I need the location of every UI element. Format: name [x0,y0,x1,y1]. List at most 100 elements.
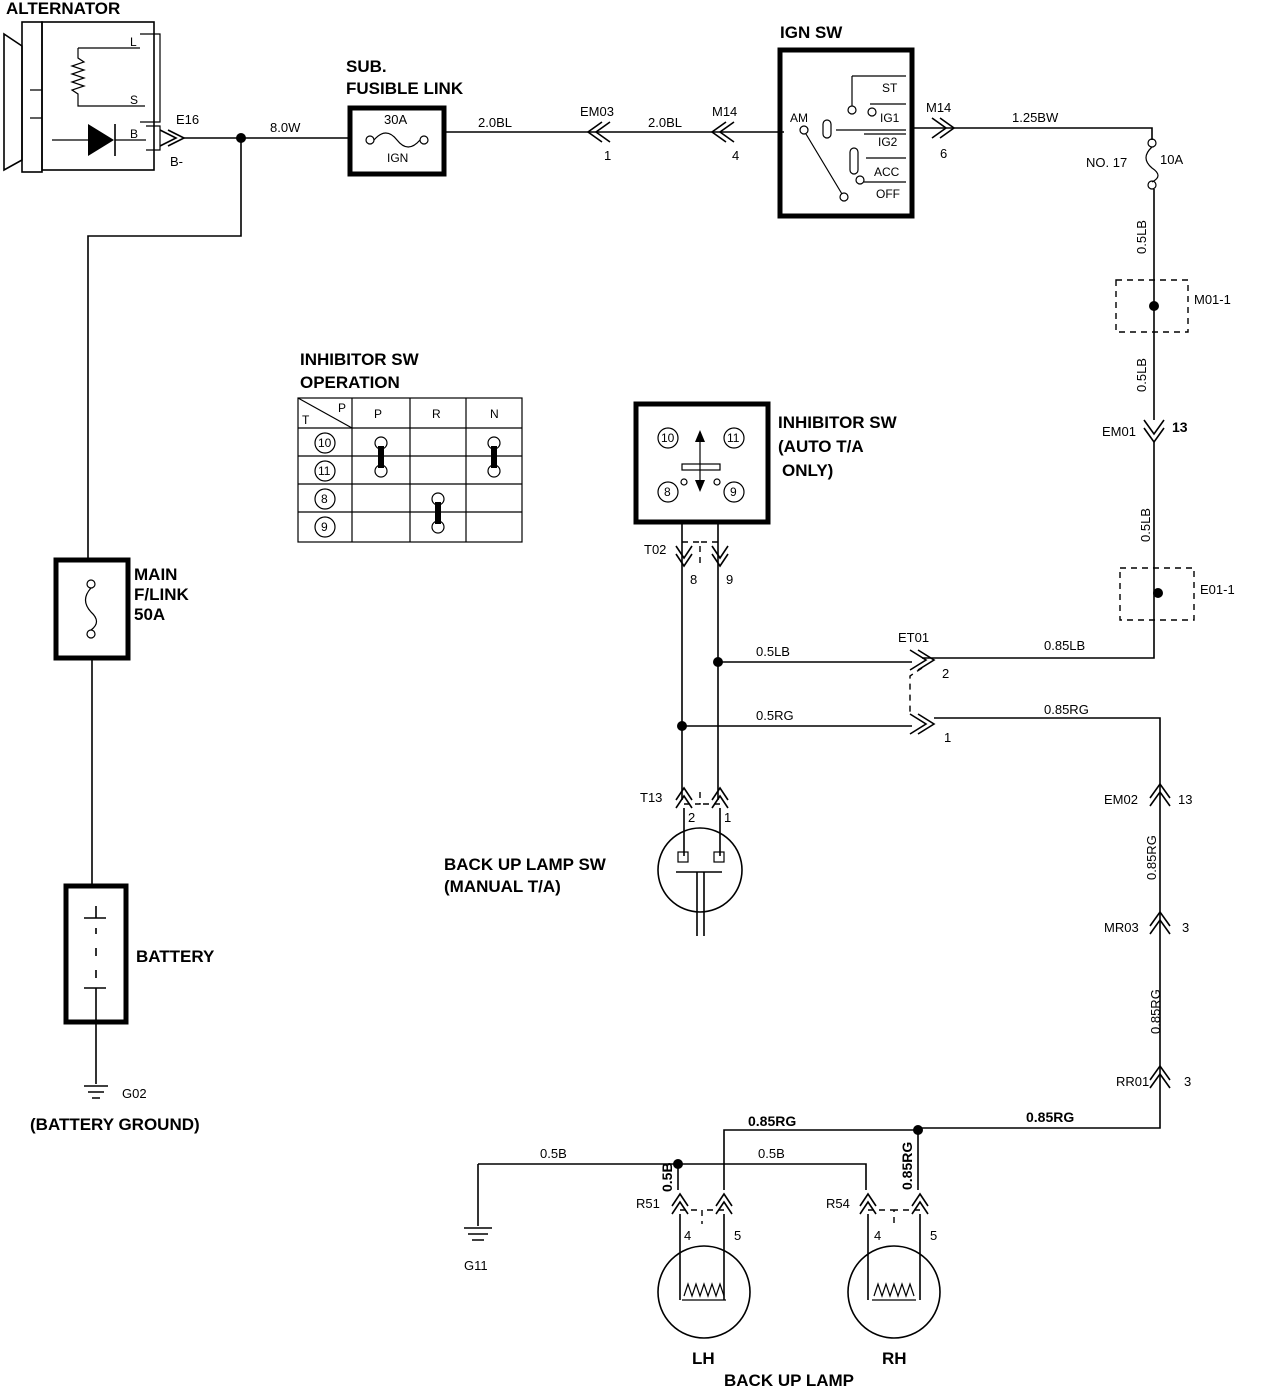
wire-label-8-0w: 8.0W [270,120,301,135]
connector-rr01: RR01 [1116,1074,1149,1089]
inhibitor-sw-title-2: (AUTO T/A [778,437,864,456]
connector-r54: R54 [826,1196,850,1211]
connector-em02-pin: 13 [1178,792,1192,807]
connector-r54-pin-5: 5 [930,1228,937,1243]
table-row-9: 9 [321,520,328,534]
ign-sw-ig2: IG2 [878,135,898,149]
connector-mr03-pin: 3 [1182,920,1189,935]
main-f-link-title-1: MAIN [134,565,177,584]
connector-em01: EM01 [1102,424,1136,439]
connector-em02: EM02 [1104,792,1138,807]
connector-et01-pin-1: 1 [944,730,951,745]
connector-r51-pin-5: 5 [734,1228,741,1243]
wire-label-0-5rg: 0.5RG [756,708,794,723]
table-corner-p: P [338,401,346,415]
backup-lamp-lh-label: LH [692,1349,715,1368]
table-col-n: N [490,407,499,421]
ign-sw-st: ST [882,81,898,95]
alternator-pin-s: S [130,93,138,107]
wire-label-0-85rg-2: 0.85RG [1144,835,1159,880]
connector-t13-pin-1: 1 [724,810,731,825]
table-col-r: R [432,407,441,421]
wire-label-0-5lb-3: 0.5LB [1138,508,1153,542]
wire-label-0-85rg-3: 0.85RG [1148,989,1163,1034]
connector-e16: E16 [176,112,199,127]
table-corner-t: T [302,413,310,427]
alternator-pin-l: L [130,35,137,49]
sub-fusible-link-rating: 30A [384,112,407,127]
inhibitor-sw-pin-11: 11 [727,431,740,445]
connector-t13: T13 [640,790,662,805]
battery-ground-text: (BATTERY GROUND) [30,1115,200,1134]
alternator-b-minus: B- [170,154,183,169]
connector-m14-a: M14 [712,104,737,119]
connector-rr01-pin: 3 [1184,1074,1191,1089]
battery-ground-label: G02 [122,1086,147,1101]
backup-lamp-sw-title-2: (MANUAL T/A) [444,877,561,896]
ign-sw-ig1: IG1 [880,111,900,125]
lamp-ground-symbol [464,1227,492,1241]
inhibitor-table-title-2: OPERATION [300,373,400,392]
ign-sw-title: IGN SW [780,23,843,42]
wire-label-0-85rg-4: 0.85RG [1026,1109,1074,1125]
connector-e01 [1119,567,1195,621]
ign-sw-am: AM [790,111,808,125]
wire-label-0-85rg-5: 0.85RG [748,1113,796,1129]
connector-t13-pin-2: 2 [688,810,695,825]
connector-r51-pin-4: 4 [684,1228,691,1243]
backup-lamp-lh [657,1245,751,1339]
wire-label-0-5b-1: 0.5B [540,1146,567,1161]
connector-em03: EM03 [580,104,614,119]
alternator-pin-b: B [130,127,138,141]
ign-sw-off: OFF [876,187,900,201]
table-row-10: 10 [318,436,332,450]
connector-m14-a-pin: 4 [732,148,739,163]
wire-label-2-0bl-b: 2.0BL [648,115,682,130]
sub-fusible-link-title-2: FUSIBLE LINK [346,79,464,98]
wire-label-0-85rg-6: 0.85RG [899,1142,915,1190]
backup-lamp-sw-title-1: BACK UP LAMP SW [444,855,607,874]
inhibitor-sw-pin-9: 9 [730,485,737,499]
wire-label-2-0bl-a: 2.0BL [478,115,512,130]
wire-label-0-5b-2: 0.5B [758,1146,785,1161]
battery-ground-symbol [84,1085,108,1099]
connector-e01-label: E01-1 [1200,582,1235,597]
wire-label-0-5b-3: 0.5B [659,1162,675,1192]
main-f-link [53,557,131,661]
connector-m01 [1115,279,1189,333]
inhibitor-table-title-1: INHIBITOR SW [300,350,420,369]
connector-t02-pin-8: 8 [690,572,697,587]
alternator-title: ALTERNATOR [6,0,120,18]
connector-m01-label: M01-1 [1194,292,1231,307]
wire-label-0-85lb: 0.85LB [1044,638,1085,653]
wire-label-0-5lb-4: 0.5LB [756,644,790,659]
wire-label-1-25bw: 1.25BW [1012,110,1059,125]
wire-label-0-5lb-2: 0.5LB [1134,358,1149,392]
sub-fusible-link [347,105,447,177]
connector-r51: R51 [636,1196,660,1211]
connector-et01-pin-2: 2 [942,666,949,681]
inhibitor-sw-pin-8: 8 [664,485,671,499]
backup-lamp-rh-label: RH [882,1349,907,1368]
sub-fusible-link-title-1: SUB. [346,57,387,76]
table-row-8: 8 [321,492,328,506]
inhibitor-sw-title-3: ONLY) [782,461,833,480]
alternator: L S B [3,21,186,173]
ign-sw [777,47,915,219]
lamp-ground-label: G11 [464,1258,488,1273]
inhibitor-sw-title-1: INHIBITOR SW [778,413,898,432]
connector-em03-pin: 1 [604,148,611,163]
battery-title: BATTERY [136,947,215,966]
connector-et01: ET01 [898,630,929,645]
connector-mr03: MR03 [1104,920,1139,935]
wire-label-0-85rg-1: 0.85RG [1044,702,1089,717]
backup-lamp-rh [847,1245,941,1339]
inhibitor-sw [633,401,771,525]
ign-sw-acc: ACC [874,165,900,179]
main-f-link-rating: 50A [134,605,165,624]
backup-lamp-title: BACK UP LAMP [724,1371,854,1390]
connector-m14-b-pin: 6 [940,146,947,161]
connector-t02: T02 [644,542,666,557]
fuse-17-number: NO. 17 [1086,155,1127,170]
wire-label-0-5lb-1: 0.5LB [1134,220,1149,254]
